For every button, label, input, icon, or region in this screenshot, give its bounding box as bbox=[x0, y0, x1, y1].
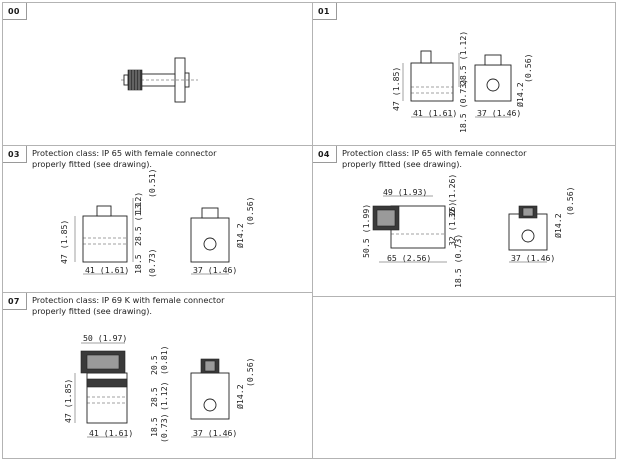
coil-drawing-01: 47 (1.85) 41 (1.61) 28.5 (1.12) 18.5 (0.… bbox=[391, 31, 533, 133]
dim-top-height: 32 (1.26) bbox=[447, 202, 457, 246]
dim-top-height: 28.5 (1.12) bbox=[133, 192, 143, 246]
variant-code: 04 bbox=[313, 146, 337, 163]
protection-description: Protection class: IP 65 with female conn… bbox=[32, 148, 217, 169]
dim-bottom-height-in: (0.73) bbox=[147, 248, 157, 278]
coil-drawing-07: 50 (1.97) 47 (1.85) 41 (1.61) 20.5 (0.81… bbox=[63, 333, 255, 443]
variant-code: 07 bbox=[3, 293, 27, 310]
protection-description: Protection class: IP 65 with female conn… bbox=[342, 148, 527, 169]
variant-cell-00: 00 bbox=[2, 2, 313, 146]
dim-conn-height-in: (0.81) bbox=[159, 345, 169, 375]
variant-cell-07: 07 Protection class: IP 69 K with female… bbox=[2, 292, 313, 459]
dim-side-width: 37 (1.46) bbox=[511, 253, 555, 263]
empty-cell bbox=[312, 296, 616, 459]
dim-bore-in: (0.56) bbox=[245, 196, 255, 226]
variant-cell-04: 04 Protection class: IP 65 with female c… bbox=[312, 145, 616, 297]
variant-cell-01: 01 47 (1.85) 41 (1.61) 28.5 (1.12) 18.5 … bbox=[312, 2, 616, 146]
dim-bore: Ø14.2 bbox=[553, 213, 563, 238]
dim-overall-height: 47 (1.85) bbox=[391, 67, 401, 111]
dim-top-height: 28.5 (1.12) bbox=[458, 31, 468, 85]
dim-top-width: 49 (1.93) bbox=[383, 187, 427, 197]
variant-code: 00 bbox=[3, 3, 27, 20]
dim-side-width: 37 (1.46) bbox=[193, 265, 237, 275]
dim-bore-in: (0.56) bbox=[523, 53, 533, 83]
dim-bottom-height: 18.5 bbox=[133, 254, 143, 274]
plug-drawing bbox=[121, 57, 198, 103]
variant-code: 01 bbox=[313, 3, 337, 20]
dim-side-width: 37 (1.46) bbox=[477, 108, 521, 118]
dim-conn-height-in: (0.51) bbox=[147, 168, 157, 198]
dim-conn-height: 13 bbox=[133, 204, 143, 214]
drawing-sheet: 00 01 bbox=[2, 2, 616, 459]
variant-code: 03 bbox=[3, 146, 27, 163]
dim-conn-height: 32 (1.26) bbox=[447, 174, 457, 218]
dim-conn-height: 20.5 bbox=[149, 355, 159, 375]
variant-cell-03: 03 Protection class: IP 65 with female c… bbox=[2, 145, 313, 293]
dim-top-height: 28.5 bbox=[149, 387, 159, 407]
coil-drawing-03: 47 (1.85) 41 (1.61) 13 (0.51) 28.5 (1.12… bbox=[59, 168, 255, 278]
dim-overall-height: 50.5 (1.99) bbox=[361, 204, 371, 258]
dim-body-width: 41 (1.61) bbox=[85, 265, 129, 275]
protection-description: Protection class: IP 69 K with female co… bbox=[32, 295, 225, 316]
dim-bottom-height: 18.5 (0.73) bbox=[453, 234, 463, 288]
dim-top-width: 50 (1.97) bbox=[83, 333, 127, 343]
dim-bottom-height-in: (0.73) bbox=[159, 413, 169, 443]
dim-bore-in: (0.56) bbox=[245, 357, 255, 387]
dim-overall-height: 47 (1.85) bbox=[59, 220, 69, 264]
dim-top-height-in: (1.12) bbox=[159, 381, 169, 411]
dim-bottom-height: 18.5 bbox=[149, 417, 159, 437]
dim-body-width: 65 (2.56) bbox=[387, 253, 431, 263]
coil-drawing-04: 49 (1.93) 50.5 (1.99) 65 (2.56) 32 (1.26… bbox=[361, 174, 575, 288]
dim-body-width: 41 (1.61) bbox=[89, 428, 133, 438]
dim-overall-height: 47 (1.85) bbox=[63, 379, 73, 423]
dim-bore: Ø14.2 bbox=[515, 82, 525, 107]
dim-bore-in: (0.56) bbox=[565, 186, 575, 216]
dim-bore: Ø14.2 bbox=[235, 384, 245, 409]
dim-side-width: 37 (1.46) bbox=[193, 428, 237, 438]
dim-body-width: 41 (1.61) bbox=[413, 108, 457, 118]
dim-bore: Ø14.2 bbox=[235, 223, 245, 248]
dim-bottom-height: 18.5 (0.73) bbox=[458, 79, 468, 133]
